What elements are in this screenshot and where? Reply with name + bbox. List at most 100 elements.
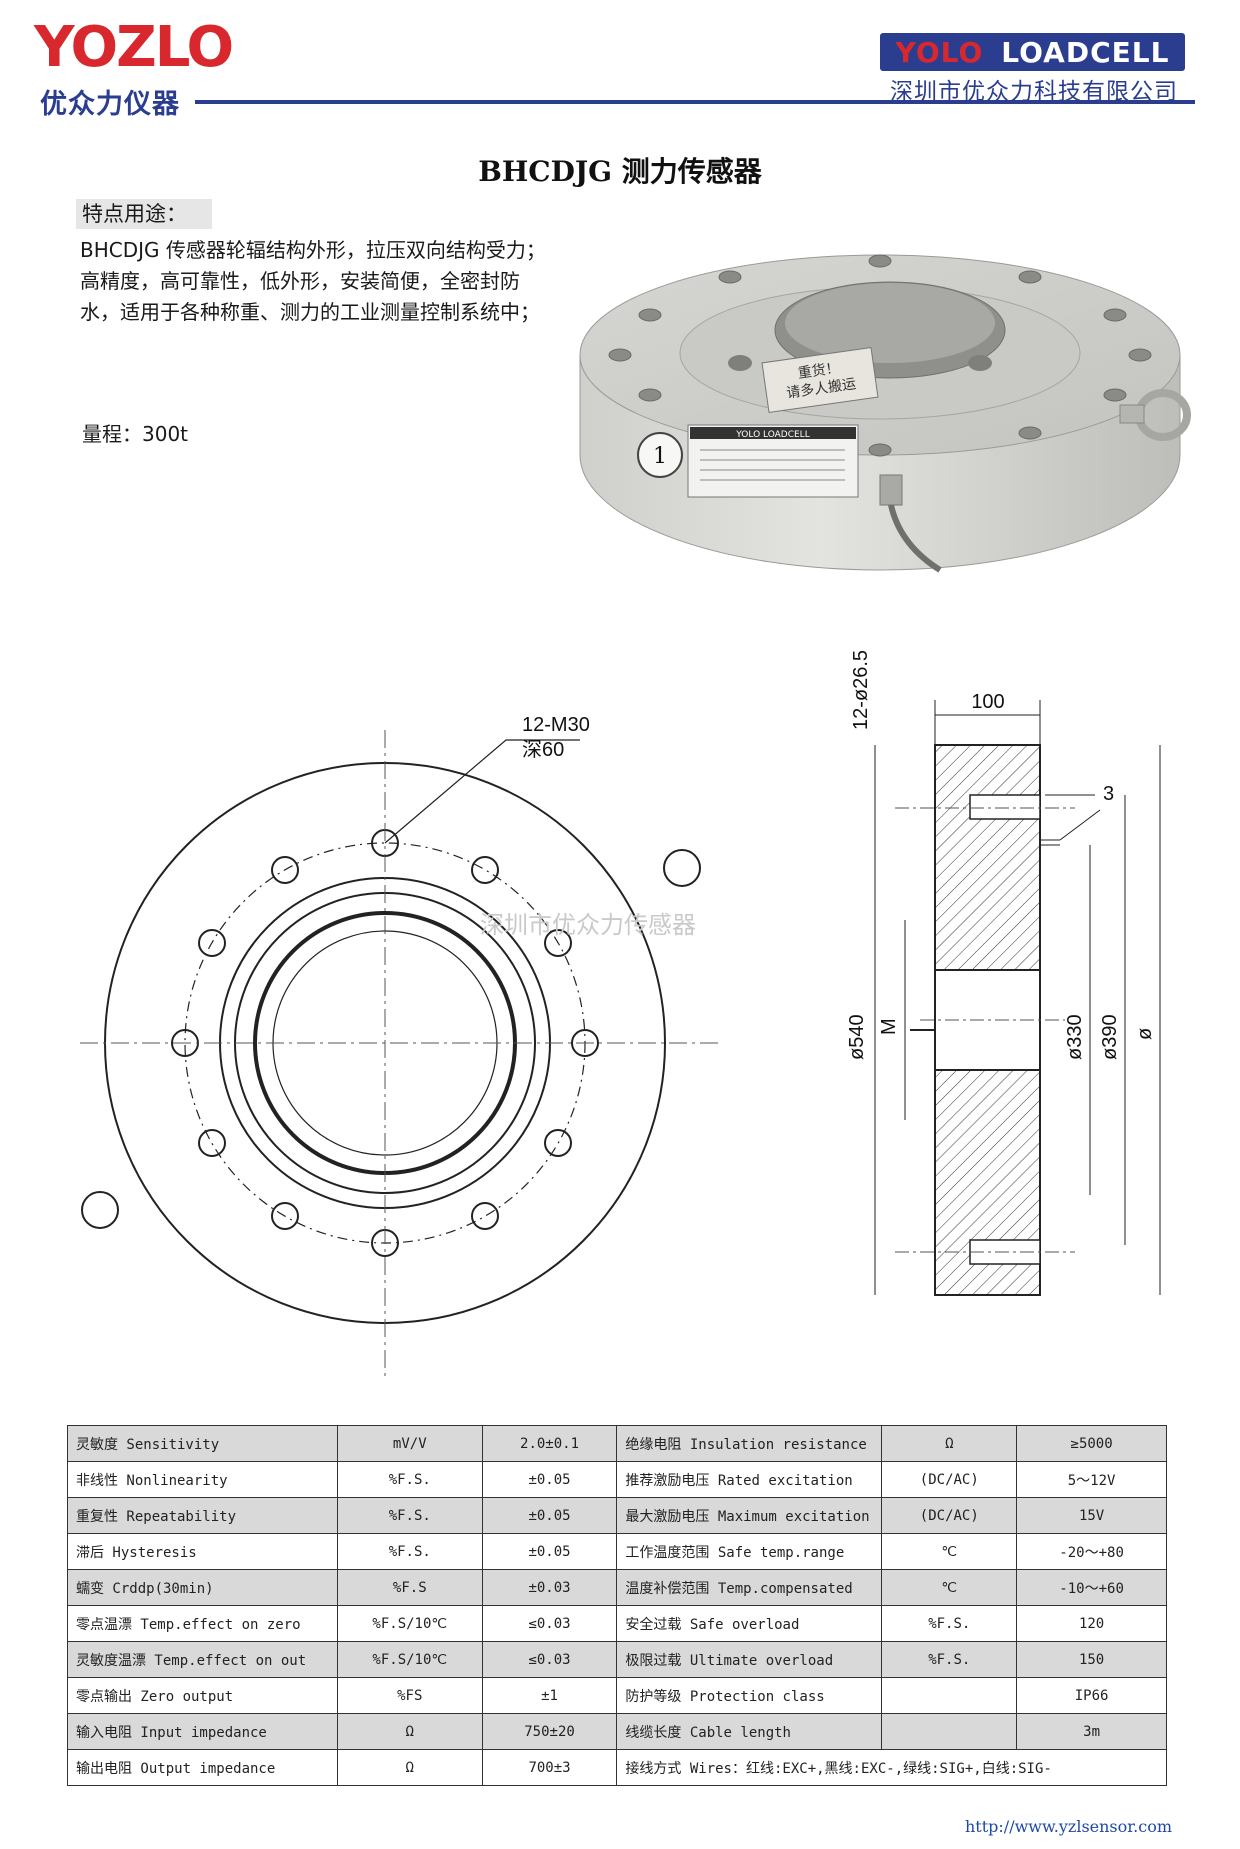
dim-330: ø330: [1064, 1014, 1086, 1060]
features-description: BHCDJG 传感器轮辐结构外形，拉压双向结构受力； 高精度，高可靠性，低外形，…: [80, 235, 570, 328]
features-line: BHCDJG 传感器轮辐结构外形，拉压双向结构受力；: [80, 238, 546, 262]
features-label: 特点用途：: [76, 199, 212, 229]
brand-loadcell: LOADCELL: [1001, 35, 1170, 69]
features-line: 水，适用于各种称重、测力的工业测量控制系统中；: [80, 300, 540, 324]
sticker-line1: 重货！: [797, 359, 841, 382]
spec-right-name: 工作温度范围 Safe temp.range: [616, 1533, 883, 1570]
hole-callout-depth: 深60: [522, 738, 564, 761]
spec-right-value: -20～+80: [1016, 1533, 1167, 1570]
spec-left-name: 输出电阻 Output impedance: [67, 1749, 338, 1786]
spec-right-unit: ℃: [881, 1533, 1018, 1570]
watermark: 深圳市优众力传感器: [480, 911, 696, 939]
spec-right-value: IP66: [1016, 1677, 1167, 1714]
spec-left-value: 750±20: [481, 1713, 618, 1750]
dim-bolt-holes: 12-ø26.5: [850, 650, 872, 730]
dim-3: 3: [1103, 783, 1114, 805]
spec-right-name: 极限过载 Ultimate overload: [616, 1641, 883, 1678]
header-divider: [195, 100, 1195, 104]
spec-left-value: ≤0.03: [481, 1641, 618, 1678]
dim-width: 100: [971, 691, 1004, 713]
spec-left-unit: %F.S/10℃: [336, 1605, 483, 1642]
spec-right-unit: [881, 1677, 1018, 1714]
spec-left-value: 2.0±0.1: [481, 1425, 618, 1462]
spec-left-unit: %F.S/10℃: [336, 1641, 483, 1678]
spec-right-name: 防护等级 Protection class: [616, 1677, 883, 1714]
spec-left-name: 重复性 Repeatability: [67, 1497, 338, 1534]
spec-left-value: ±0.05: [481, 1497, 618, 1534]
spec-left-name: 滞后 Hysteresis: [67, 1533, 338, 1570]
spec-left-value: ±1: [481, 1677, 618, 1714]
spec-left-unit: %F.S: [336, 1569, 483, 1606]
spec-left-value: ≤0.03: [481, 1605, 618, 1642]
spec-right-value: 120: [1016, 1605, 1167, 1642]
spec-right-unit: %F.S.: [881, 1605, 1018, 1642]
dim-M: M: [878, 1018, 900, 1035]
plate-brand: YOLO LOADCELL: [735, 430, 809, 440]
spec-right-unit: %F.S.: [881, 1641, 1018, 1678]
footer-url[interactable]: http://www.yzlsensor.com: [965, 1817, 1173, 1836]
spec-right-value: 15V: [1016, 1497, 1167, 1534]
spec-left-name: 零点温漂 Temp.effect on zero: [67, 1605, 338, 1642]
section-view-drawing: 100 3 12-ø26.5 ø540 M ø330 ø390 ø: [846, 650, 1161, 1296]
spec-left-unit: %FS: [336, 1677, 483, 1714]
spec-right-name: 接线方式 Wires：红线:EXC+,黑线:EXC-,绿线:SIG+,白线:SI…: [616, 1749, 1167, 1786]
spec-left-unit: %F.S.: [336, 1497, 483, 1534]
spec-left-name: 灵敏度温漂 Temp.effect on out: [67, 1641, 338, 1678]
spec-right-unit: (DC/AC): [881, 1461, 1018, 1498]
spec-left-value: ±0.05: [481, 1461, 618, 1498]
spec-right-name: 推荐激励电压 Rated excitation: [616, 1461, 883, 1498]
top-view-drawing: 12-M30 深60: [80, 714, 720, 1380]
spec-right-value: 3m: [1016, 1713, 1167, 1750]
spec-right-unit: (DC/AC): [881, 1497, 1018, 1534]
spec-right-name: 安全过载 Safe overload: [616, 1605, 883, 1642]
spec-right-name: 线缆长度 Cable length: [616, 1713, 883, 1750]
product-photo: 1 YOLO LOADCELL 重货！ 请多人搬运: [579, 254, 1191, 573]
spec-left-value: ±0.03: [481, 1569, 618, 1606]
spec-left-value: 700±3: [481, 1749, 618, 1786]
brand-yolo: YOLO: [895, 35, 984, 69]
page-title: BHCDJG 测力传感器: [478, 155, 762, 188]
hole-callout-thread: 12-M30: [522, 714, 590, 736]
capacity-range: 量程：300t: [82, 422, 189, 446]
company-name: 深圳市优众力科技有限公司: [890, 79, 1178, 105]
spec-left-name: 零点输出 Zero output: [67, 1677, 338, 1714]
spec-right-unit: Ω: [881, 1425, 1018, 1462]
spec-left-unit: Ω: [336, 1749, 483, 1786]
spec-right-value: ≥5000: [1016, 1425, 1167, 1462]
spec-left-unit: Ω: [336, 1713, 483, 1750]
spec-left-name: 蠕变 Crddp(30min): [67, 1569, 338, 1606]
spec-right-name: 温度补偿范围 Temp.compensated: [616, 1569, 883, 1606]
logo: YOZLO: [34, 15, 234, 80]
photo-number: 1: [653, 444, 667, 469]
dim-390: ø390: [1099, 1014, 1121, 1060]
spec-left-name: 灵敏度 Sensitivity: [67, 1425, 338, 1462]
spec-left-unit: mV/V: [336, 1425, 483, 1462]
spec-right-value: 5～12V: [1016, 1461, 1167, 1498]
logo-subtitle: 优众力仪器: [40, 89, 180, 120]
spec-right-value: 150: [1016, 1641, 1167, 1678]
spec-right-unit: ℃: [881, 1569, 1018, 1606]
dim-540: ø540: [846, 1014, 868, 1060]
dim-phi: ø: [1134, 1028, 1156, 1040]
spec-right-name: 绝缘电阻 Insulation resistance: [616, 1425, 883, 1462]
spec-left-value: ±0.05: [481, 1533, 618, 1570]
features-line: 高精度，高可靠性，低外形，安装简便，全密封防: [80, 269, 520, 293]
spec-right-value: -10～+60: [1016, 1569, 1167, 1606]
spec-right-unit: [881, 1713, 1018, 1750]
brand-banner: YOLO LOADCELL: [880, 33, 1185, 71]
spec-left-name: 输入电阻 Input impedance: [67, 1713, 338, 1750]
spec-right-name: 最大激励电压 Maximum excitation: [616, 1497, 883, 1534]
spec-left-name: 非线性 Nonlinearity: [67, 1461, 338, 1498]
spec-left-unit: %F.S.: [336, 1461, 483, 1498]
